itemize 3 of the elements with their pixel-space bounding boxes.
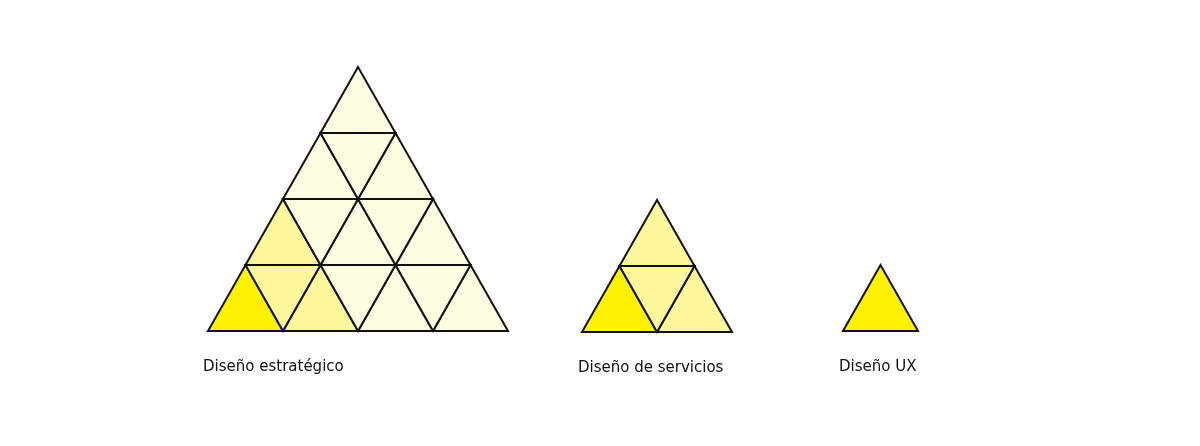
triangle-caption: Diseño estratégico <box>203 356 344 376</box>
triangle-caption: Diseño UX <box>839 356 917 376</box>
triangle-caption: Diseño de servicios <box>578 357 724 377</box>
